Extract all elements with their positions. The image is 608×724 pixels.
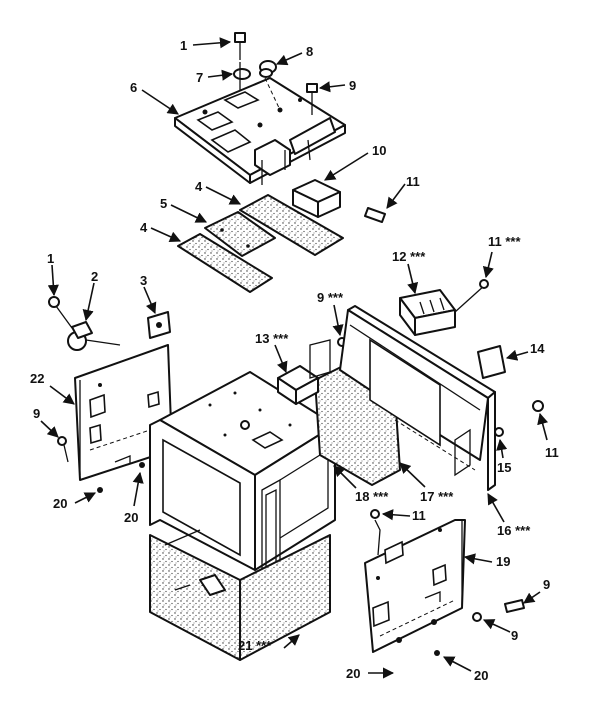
control-bracket-12 <box>399 284 486 336</box>
callout-label: 3 <box>140 273 147 288</box>
callout-label: 17 *** <box>420 489 454 504</box>
screw-1-top <box>234 32 246 60</box>
callout-label: 11 <box>545 445 559 460</box>
callout-label: 9 <box>33 406 40 421</box>
right-side-panel-19 <box>364 519 466 653</box>
callout-labels: 1 7 8 6 9 10 4 11 5 4 12 *** 11 *** 1 2 … <box>30 38 559 683</box>
callout-label: 22 <box>30 371 44 386</box>
back-panel-17 <box>339 305 496 477</box>
leader-arrows <box>40 37 549 679</box>
callout-label: 11 <box>412 508 426 523</box>
callout-label: 20 <box>124 510 138 525</box>
callout-label: 11 *** <box>488 234 521 249</box>
callout-label: 4 <box>140 220 148 235</box>
bracket-3 <box>147 311 171 339</box>
callout-label: 9 *** <box>317 290 344 305</box>
screw-11-bracket <box>479 279 489 289</box>
insulation-pad-4-lower <box>177 233 273 293</box>
callout-label: 20 <box>53 496 67 511</box>
callout-label: 12 *** <box>392 249 426 264</box>
callout-label: 1 <box>47 251 54 266</box>
callout-label: 6 <box>130 80 137 95</box>
callout-label: 21 *** <box>238 638 272 653</box>
nut-15 <box>494 427 504 437</box>
screw-9-top <box>306 83 318 115</box>
insulation-pad-5 <box>204 211 276 257</box>
lamp-socket-2 <box>48 296 121 351</box>
bushing-8 <box>259 60 281 111</box>
callout-label: 1 <box>180 38 187 53</box>
screw-9-lower-right <box>504 599 525 613</box>
callout-label: 7 <box>196 70 203 85</box>
cover-plate-14 <box>477 345 506 379</box>
left-side-panel-22 <box>74 344 173 481</box>
clip-20-lower <box>396 619 440 656</box>
top-mounting-plate <box>174 77 346 185</box>
side-panel-16 <box>487 391 496 491</box>
callout-label: 8 <box>306 44 313 59</box>
air-duct-13 <box>277 339 331 405</box>
callout-label: 9 <box>511 628 518 643</box>
callout-label: 18 *** <box>355 489 389 504</box>
clip-20-left <box>97 462 145 493</box>
callout-label: 10 <box>372 143 386 158</box>
callout-label: 19 <box>496 554 510 569</box>
callout-label: 20 <box>474 668 488 683</box>
callout-label: 13 *** <box>255 331 289 346</box>
transformer-10 <box>292 179 341 218</box>
callout-label: 2 <box>91 269 98 284</box>
screw-9-left <box>57 436 69 463</box>
callout-label: 4 <box>195 179 203 194</box>
callout-label: 9 <box>543 577 550 592</box>
callout-label: 16 *** <box>497 523 531 538</box>
screw-11-lower <box>370 509 380 519</box>
washer-7 <box>233 62 251 90</box>
screw-11-transformer <box>364 207 386 223</box>
insulation-pad-4-upper <box>239 194 344 256</box>
callout-label: 20 <box>346 666 360 681</box>
callout-label: 11 <box>406 174 420 189</box>
callout-label: 15 <box>497 460 511 475</box>
callout-label: 5 <box>160 196 167 211</box>
callout-label: 9 <box>349 78 356 93</box>
callout-label: 14 <box>530 341 545 356</box>
cabinet-wrapper-21 <box>149 529 331 661</box>
screw-11-right <box>532 400 544 412</box>
screw-9-lower <box>472 612 482 622</box>
